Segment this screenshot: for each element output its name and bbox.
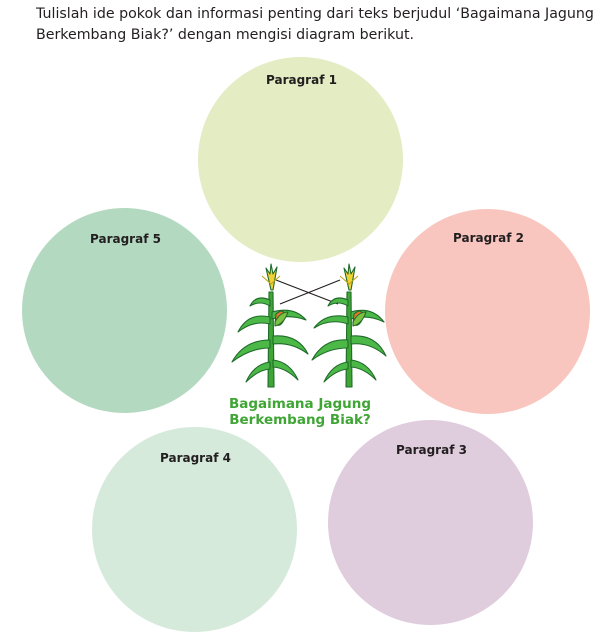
instruction-line-2: Berkembang Biak?’ dengan mengisi diagram… [36, 27, 415, 43]
paragraf-4-circle[interactable] [92, 427, 297, 632]
paragraf-5-label: Paragraf 5 [90, 232, 161, 246]
corn-plants-icon [231, 263, 387, 388]
paragraf-4-label: Paragraf 4 [160, 451, 231, 465]
instruction-line-1: Tulislah ide pokok dan informasi penting… [36, 6, 594, 22]
center-title-line-1: Bagaimana Jagung [228, 396, 372, 412]
paragraf-1-circle[interactable] [198, 57, 403, 262]
paragraf-2-circle[interactable] [385, 209, 590, 414]
center-title-line-2: Berkembang Biak? [229, 412, 371, 428]
paragraf-2-label: Paragraf 2 [453, 231, 524, 245]
center-topic-title: Bagaimana Jagung Berkembang Biak? [210, 396, 390, 428]
paragraf-3-circle[interactable] [328, 420, 533, 625]
paragraf-3-label: Paragraf 3 [396, 443, 467, 457]
paragraf-1-label: Paragraf 1 [266, 73, 337, 87]
instruction-text: Tulislah ide pokok dan informasi penting… [36, 4, 596, 46]
paragraf-5-circle[interactable] [22, 208, 227, 413]
